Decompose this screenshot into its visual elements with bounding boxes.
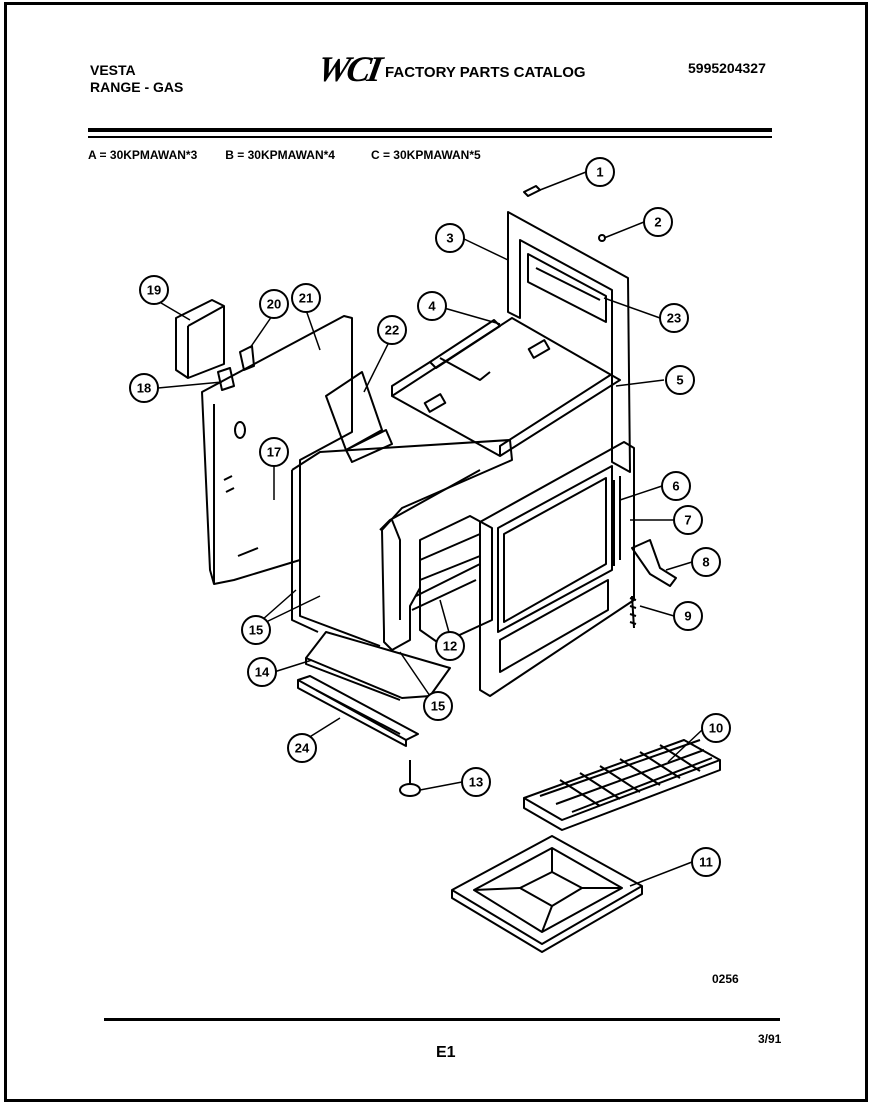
svg-text:3: 3 bbox=[446, 231, 453, 246]
callout-10: 10 bbox=[701, 713, 731, 743]
svg-text:24: 24 bbox=[295, 741, 310, 756]
product-name: RANGE - GAS bbox=[90, 79, 184, 95]
svg-text:18: 18 bbox=[137, 381, 151, 396]
svg-text:10: 10 bbox=[709, 721, 723, 736]
svg-text:22: 22 bbox=[385, 323, 399, 338]
svg-text:20: 20 bbox=[267, 297, 281, 312]
catalog-number: 5995204327 bbox=[688, 60, 766, 76]
callout-22: 22 bbox=[377, 315, 407, 345]
callout-7: 7 bbox=[673, 505, 703, 535]
svg-text:1: 1 bbox=[596, 165, 603, 180]
callout-3: 3 bbox=[435, 223, 465, 253]
revision-date: 3/91 bbox=[758, 1032, 782, 1046]
diagram-code: 0256 bbox=[712, 972, 739, 986]
callout-14: 14 bbox=[247, 657, 277, 687]
callout-1: 1 bbox=[585, 157, 615, 187]
svg-text:17: 17 bbox=[267, 445, 281, 460]
svg-text:9: 9 bbox=[684, 609, 691, 624]
callout-4: 4 bbox=[417, 291, 447, 321]
callout-6: 6 bbox=[661, 471, 691, 501]
vent-bracket bbox=[175, 299, 225, 379]
model-list: A = 30KPMAWAN*3 B = 30KPMAWAN*4 C = 30KP… bbox=[88, 148, 481, 162]
svg-text:6: 6 bbox=[672, 479, 679, 494]
callout-15-lower: 15 bbox=[423, 691, 453, 721]
callout-17: 17 bbox=[259, 437, 289, 467]
brand-block: VESTA RANGE - GAS bbox=[90, 62, 183, 96]
back-panel bbox=[507, 211, 631, 473]
svg-text:8: 8 bbox=[702, 555, 709, 570]
oven-rack bbox=[523, 739, 721, 831]
svg-text:2: 2 bbox=[654, 215, 661, 230]
oven-bottom bbox=[305, 631, 451, 699]
callout-12: 12 bbox=[435, 631, 465, 661]
catalog-header: WCI FACTORY PARTS CATALOG bbox=[314, 48, 586, 90]
flue-deflector bbox=[325, 371, 383, 451]
callout-15-upper: 15 bbox=[241, 615, 271, 645]
callout-11: 11 bbox=[691, 847, 721, 877]
callout-13: 13 bbox=[461, 767, 491, 797]
svg-text:4: 4 bbox=[428, 299, 436, 314]
svg-text:7: 7 bbox=[684, 513, 691, 528]
svg-text:5: 5 bbox=[676, 373, 683, 388]
model-c: C = 30KPMAWAN*5 bbox=[370, 148, 481, 162]
svg-text:23: 23 bbox=[667, 311, 681, 326]
catalog-title: FACTORY PARTS CATALOG bbox=[385, 63, 586, 81]
callout-5: 5 bbox=[665, 365, 695, 395]
oven-cavity bbox=[291, 439, 513, 651]
svg-text:19: 19 bbox=[147, 283, 161, 298]
model-a: A = 30KPMAWAN*3 bbox=[88, 148, 198, 162]
callout-2: 2 bbox=[643, 207, 673, 237]
header-rule-thick bbox=[88, 128, 772, 132]
broiler-pan bbox=[451, 835, 643, 953]
page-number: E1 bbox=[436, 1044, 456, 1061]
header-rule-thin bbox=[88, 136, 772, 138]
svg-text:13: 13 bbox=[469, 775, 483, 790]
callout-21: 21 bbox=[291, 283, 321, 313]
callout-8: 8 bbox=[691, 547, 721, 577]
svg-text:11: 11 bbox=[699, 855, 713, 870]
model-b: B = 30KPMAWAN*4 bbox=[225, 148, 335, 162]
svg-text:12: 12 bbox=[443, 639, 457, 654]
svg-text:21: 21 bbox=[299, 291, 313, 306]
page-border bbox=[4, 2, 868, 1102]
svg-text:15: 15 bbox=[431, 699, 445, 714]
svg-text:14: 14 bbox=[255, 665, 270, 680]
callout-20: 20 bbox=[259, 289, 289, 319]
brand-name: VESTA bbox=[90, 62, 136, 78]
kick-plate bbox=[297, 675, 419, 741]
callout-19: 19 bbox=[139, 275, 169, 305]
footer-rule bbox=[104, 1018, 780, 1021]
callout-24: 24 bbox=[287, 733, 317, 763]
burner-bracket bbox=[429, 319, 501, 369]
callout-23: 23 bbox=[659, 303, 689, 333]
callout-18: 18 bbox=[129, 373, 159, 403]
svg-text:15: 15 bbox=[249, 623, 263, 638]
top-panel bbox=[391, 317, 621, 457]
callout-9: 9 bbox=[673, 601, 703, 631]
